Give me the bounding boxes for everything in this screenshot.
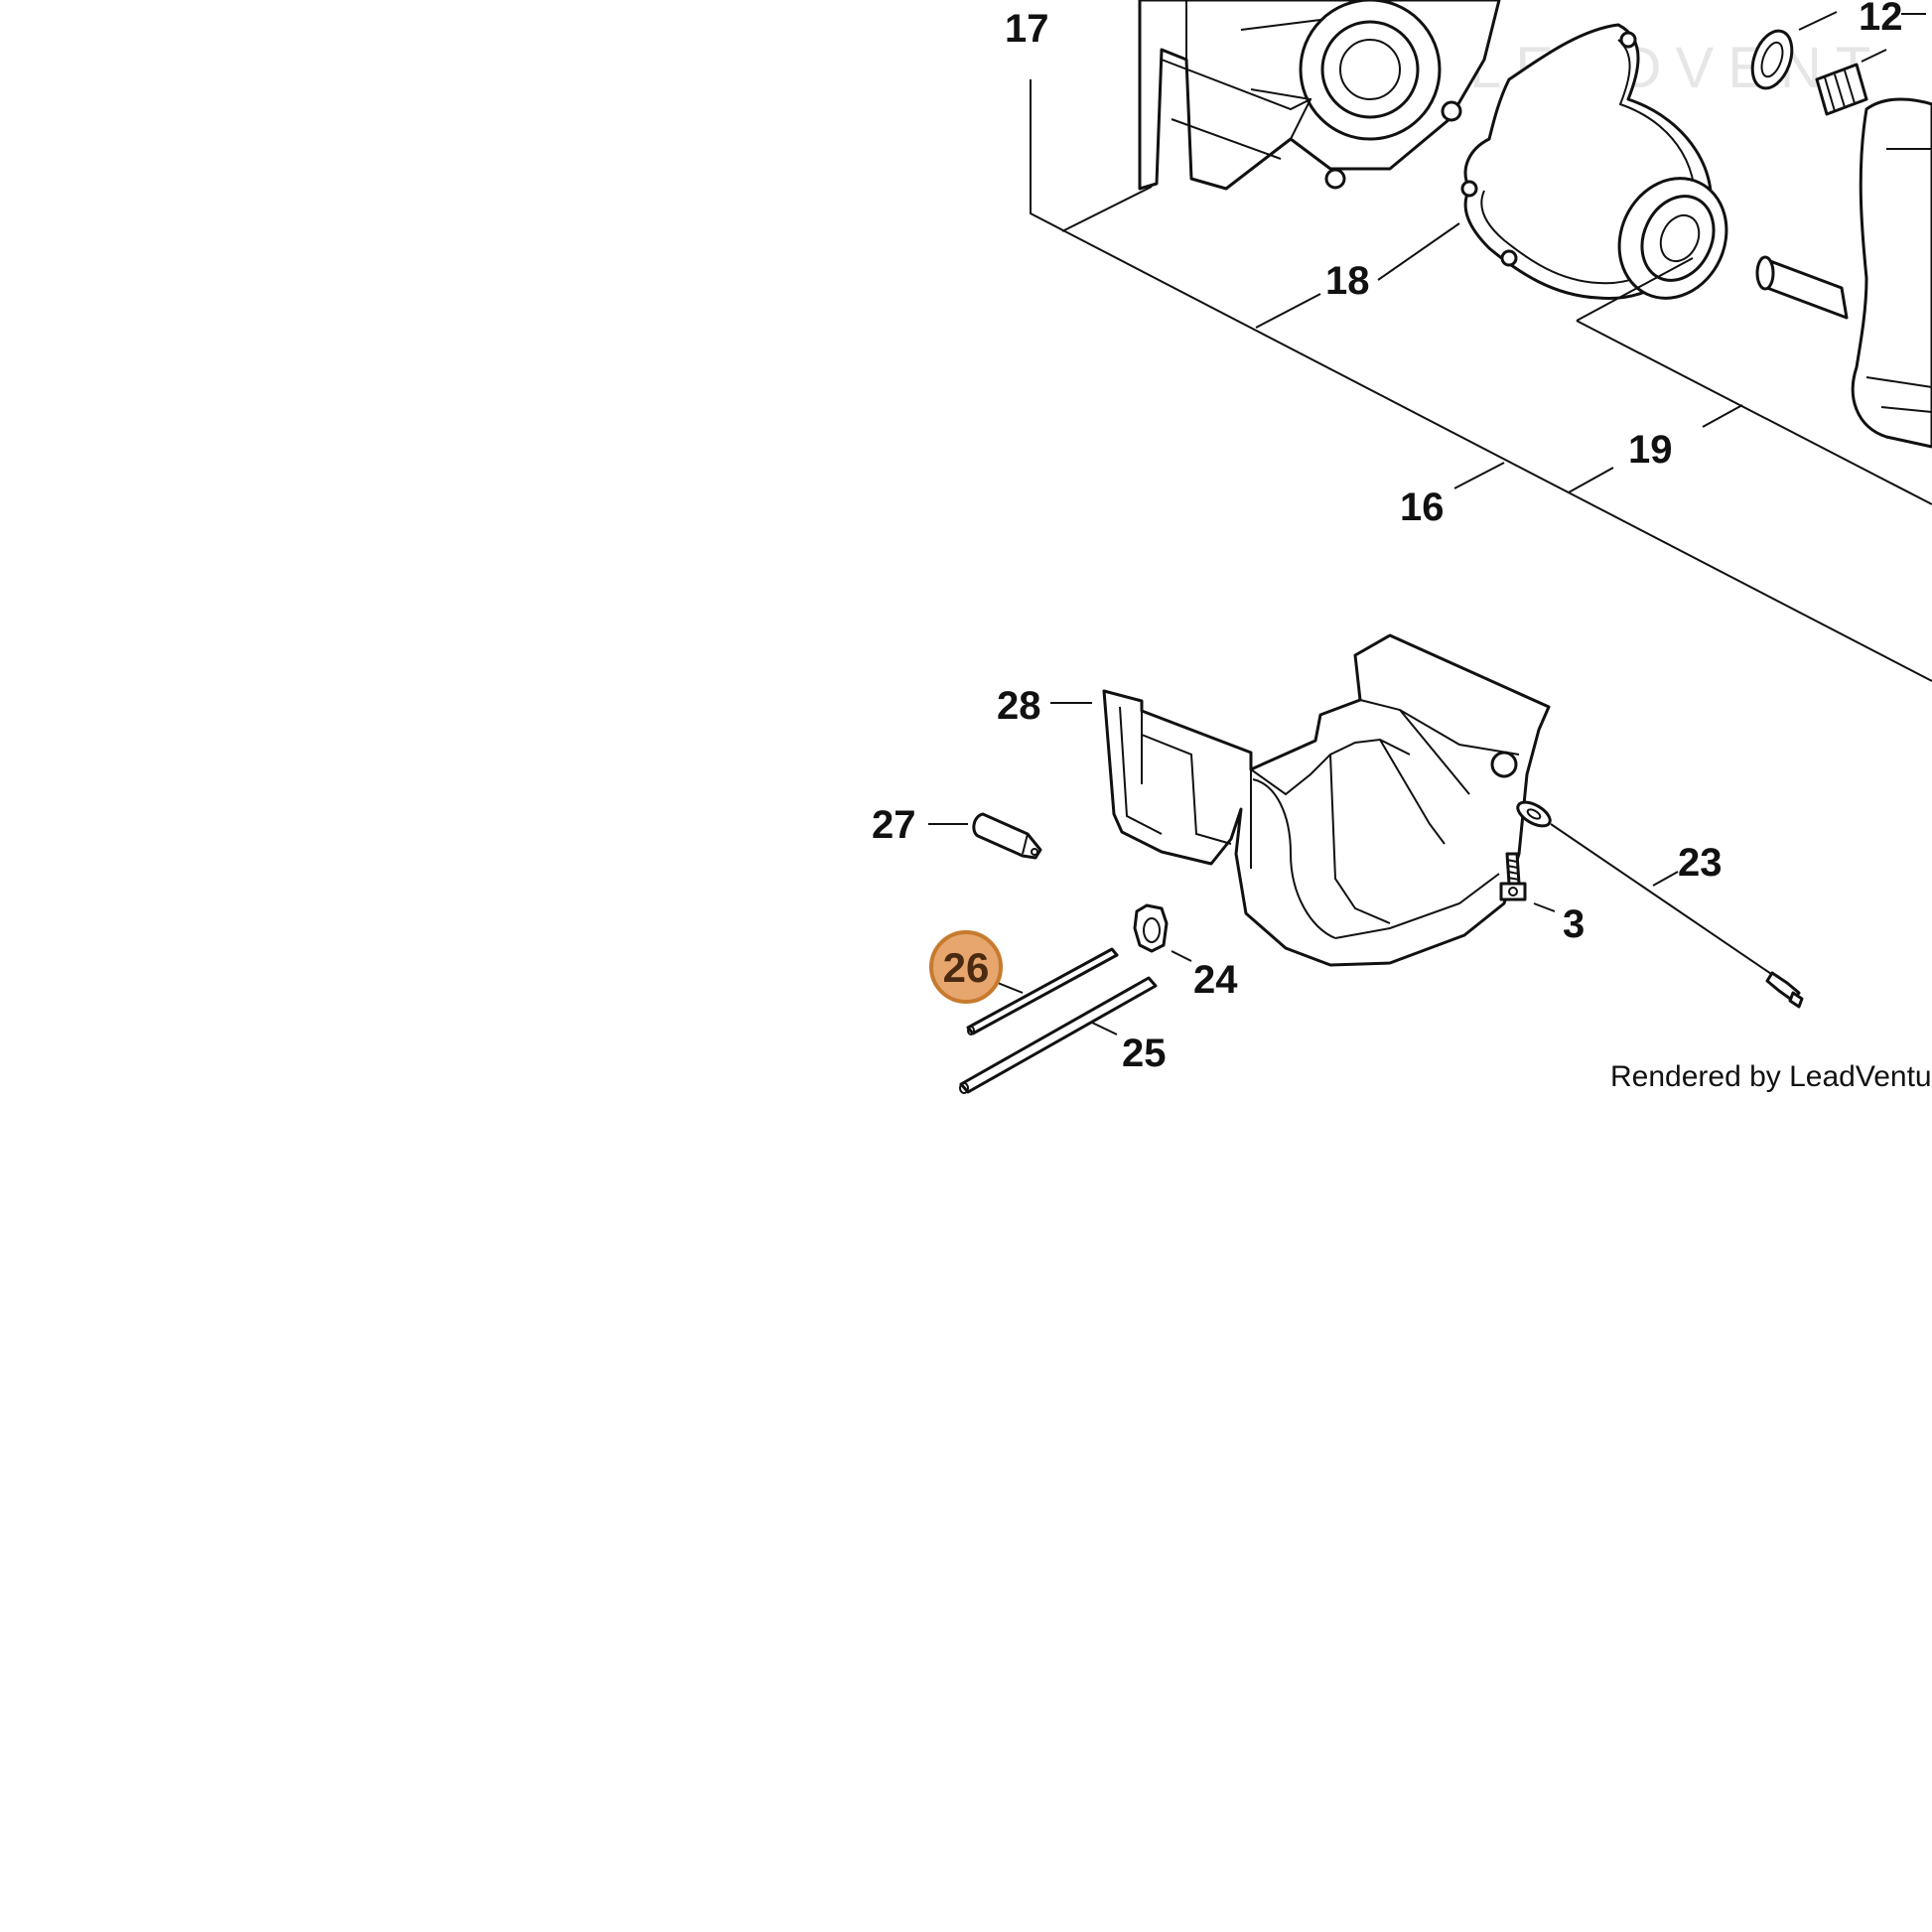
leader-3 [1533,902,1556,912]
leader-25 [1091,1022,1118,1035]
callout-24[interactable]: 24 [1193,958,1238,1002]
callout-26[interactable]: 26 [943,944,990,991]
highlight-circle [929,930,1003,1004]
crankcase-half-part-17[interactable] [1138,0,1501,191]
callout-26-highlighted[interactable]: 26 [929,930,1003,1004]
callout-16[interactable]: 16 [1400,485,1445,529]
callout-12[interactable]: 12 [1859,0,1903,39]
credit-text: Rendered by LeadVenture, [1610,1060,1932,1093]
top-leader-lines [1061,11,1926,493]
lower-crankcase-part-28[interactable] [1102,633,1551,967]
crankshaft-part[interactable] [1755,97,1932,449]
callout-25[interactable]: 25 [1122,1032,1167,1075]
grommet-part-24[interactable] [1133,903,1169,953]
callout-19[interactable]: 19 [1628,428,1673,472]
sleeve-part-27[interactable] [972,812,1042,860]
callout-17[interactable]: 17 [1005,7,1049,51]
seal-part-12[interactable] [1745,26,1868,116]
rod-part-26[interactable] [966,947,1119,1035]
callout-3[interactable]: 3 [1563,902,1585,946]
callout-23[interactable]: 23 [1678,841,1723,885]
callout-27[interactable]: 27 [872,803,916,847]
callout-28[interactable]: 28 [997,684,1041,728]
screw-part-3[interactable] [1499,852,1527,901]
rod-part-25[interactable] [959,976,1158,1094]
wire-part-23[interactable] [1514,797,1804,1009]
leader-26 [997,982,1024,994]
assembly-frame-lines [1030,79,1932,682]
leader-24 [1171,950,1192,962]
callout-18[interactable]: 18 [1325,259,1370,303]
bearing-part-19[interactable] [1600,161,1746,316]
leader-23 [1652,871,1679,887]
